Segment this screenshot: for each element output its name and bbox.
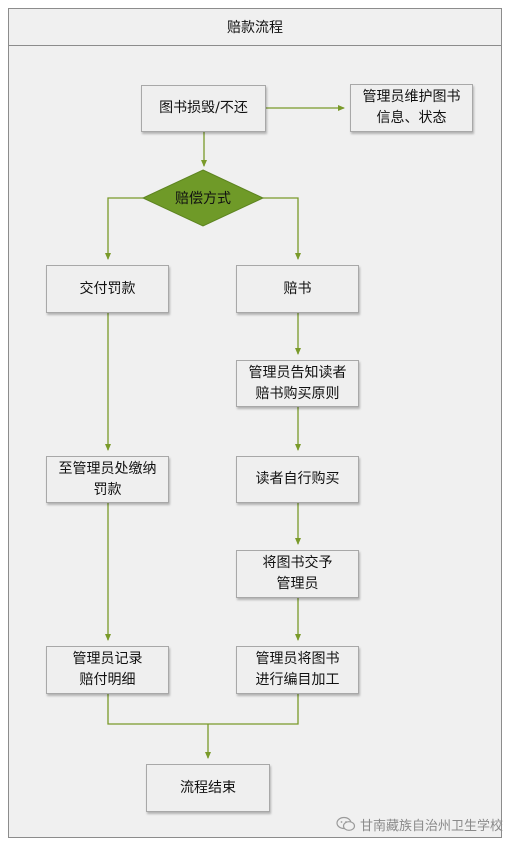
- node-pay-fine: 交付罚款: [46, 265, 169, 313]
- watermark: 甘南藏族自治州卫生学校: [336, 812, 506, 836]
- arrow-decision-to-fine: [105, 197, 143, 260]
- node-admin-maintain: 管理员维护图书 信息、状态: [350, 84, 473, 132]
- node-end: 流程结束: [146, 764, 270, 812]
- node-compensate-book: 赔书: [236, 265, 359, 313]
- flowchart-frame: 赔款流程: [8, 8, 502, 838]
- node-record: 管理员记录 赔付明细: [46, 646, 169, 694]
- node-reader-buy: 读者自行购买: [236, 456, 359, 503]
- node-pay-at-admin: 至管理员处缴纳 罚款: [46, 456, 169, 503]
- wechat-icon: [336, 816, 356, 831]
- decision-diamond-shape: [141, 169, 265, 227]
- join-line: [107, 694, 299, 725]
- node-decision-label: 赔偿方式: [175, 191, 231, 207]
- node-damage: 图书损毁/不还: [141, 85, 266, 132]
- node-notify-reader: 管理员告知读者 赔书购买原则: [236, 360, 359, 407]
- node-catalog: 管理员将图书 进行编目加工: [236, 646, 359, 694]
- diagram-title: 赔款流程: [9, 9, 501, 46]
- node-deliver-book: 将图书交予 管理员: [236, 550, 359, 598]
- watermark-text: 甘南藏族自治州卫生学校: [360, 818, 504, 834]
- arrow-decision-to-book: [263, 197, 301, 260]
